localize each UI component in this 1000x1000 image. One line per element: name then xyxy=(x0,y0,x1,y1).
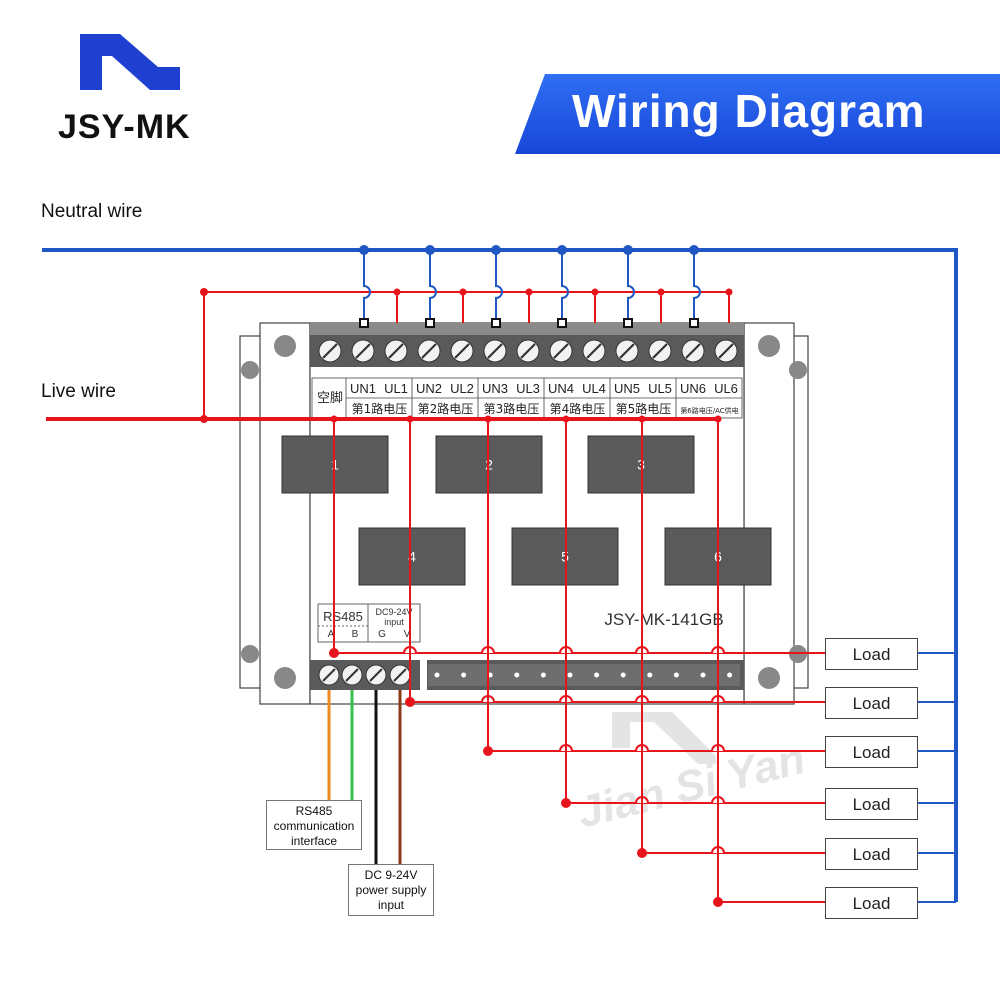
load-box-4: Load xyxy=(825,788,918,820)
neutral-drop xyxy=(627,250,635,323)
rs485-callout-line: communication xyxy=(273,819,355,833)
terminal-label: 空脚 xyxy=(317,390,343,405)
ct-label: 2 xyxy=(485,457,493,473)
channel-voltage-label: 第3路电压 xyxy=(484,401,540,416)
device-model: JSY-MK-141GB xyxy=(604,610,723,629)
terminal-point xyxy=(491,318,501,328)
dc-label-box xyxy=(367,603,421,643)
channel-voltage-label: 第6路电压/AC供电 xyxy=(680,406,738,415)
terminal-pin xyxy=(620,672,626,678)
rs485-callout-line: interface xyxy=(290,834,338,848)
screw-hole xyxy=(758,667,780,689)
terminal-pin xyxy=(727,672,733,678)
channel-voltage-label: 第5路电压 xyxy=(616,401,672,416)
screw-hole xyxy=(274,667,296,689)
neutral-drop xyxy=(363,250,371,323)
neutral-drop xyxy=(429,250,437,323)
terminal-point xyxy=(557,318,567,328)
dc-callout-line: power supply xyxy=(355,883,427,897)
dc-callout-line: input xyxy=(377,898,405,912)
rs485-callout-line: RS485 xyxy=(295,804,333,818)
rs485-a-label: A xyxy=(328,629,335,640)
dc-callout-line: DC 9-24V xyxy=(364,868,418,882)
load-box-3: Load xyxy=(825,736,918,768)
terminal-label: UL4 xyxy=(582,381,606,396)
rs485-callout: RS485 communication interface xyxy=(266,800,362,850)
terminal-label: UL1 xyxy=(384,381,408,396)
channel-voltage-label: 第2路电压 xyxy=(418,401,474,416)
terminal-pin xyxy=(434,672,440,678)
terminal-point xyxy=(623,318,633,328)
left-mount xyxy=(259,322,311,705)
terminal-pin xyxy=(673,672,679,678)
terminal-label: UN1 xyxy=(350,381,376,396)
terminal-point xyxy=(689,318,699,328)
rs485-b-label: B xyxy=(352,629,359,640)
terminal-label: UN5 xyxy=(614,381,640,396)
terminal-label: UN3 xyxy=(482,381,508,396)
dc-g-label: G xyxy=(378,629,386,640)
terminal-pin xyxy=(540,672,546,678)
neutral-drop xyxy=(693,250,701,323)
brand-name: JSY-MK xyxy=(58,108,191,146)
channel-voltage-label: 第1路电压 xyxy=(352,401,408,416)
terminal-pin xyxy=(567,672,573,678)
right-mount xyxy=(743,322,795,705)
dc-title: DC9-24V xyxy=(375,607,412,617)
neutral-wire-label: Neutral wire xyxy=(41,201,143,222)
terminal-pin xyxy=(514,672,520,678)
page-title: Wiring Diagram xyxy=(572,85,926,137)
terminal-point xyxy=(425,318,435,328)
dc-v-label: V xyxy=(404,629,411,640)
title-banner xyxy=(515,74,1000,154)
terminal-pin xyxy=(700,672,706,678)
dc-sub: input xyxy=(384,617,404,627)
load-box-2: Load xyxy=(825,687,918,719)
terminal-pin xyxy=(461,672,467,678)
rs485-label-box xyxy=(317,603,369,643)
neutral-drop xyxy=(495,250,503,323)
terminal-point xyxy=(359,318,369,328)
logo-icon xyxy=(80,34,180,94)
terminal-pin xyxy=(647,672,653,678)
load-box-6: Load xyxy=(825,887,918,919)
screw-hole xyxy=(758,335,780,357)
neutral-drop xyxy=(561,250,569,323)
terminal-pin xyxy=(594,672,600,678)
terminal-label: UN4 xyxy=(548,381,574,396)
terminal-label: UL3 xyxy=(516,381,540,396)
terminal-label: UL2 xyxy=(450,381,474,396)
neutral-wire xyxy=(42,248,958,902)
screw-hole xyxy=(274,335,296,357)
terminal-label-table: 空脚 UN1 UL1 UN2 UL2 UN3 UL3 UN4 UL4 UN5 UL5 UN6 UL6 第1… xyxy=(311,377,743,419)
load-box-5: Load xyxy=(825,838,918,870)
ct-label: 4 xyxy=(408,549,416,565)
terminal-label: UL6 xyxy=(714,381,738,396)
load-box-1: Load xyxy=(825,638,918,670)
ct-sensor-4 xyxy=(358,527,466,586)
channel-voltage-label: 第4路电压 xyxy=(550,401,606,416)
terminal-label: UN2 xyxy=(416,381,442,396)
terminal-label: UL5 xyxy=(648,381,672,396)
ct-label: 1 xyxy=(331,457,339,473)
rs485-title: RS485 xyxy=(323,609,363,624)
terminal-label: UN6 xyxy=(680,381,706,396)
dc-callout: DC 9-24V power supply input xyxy=(348,864,434,916)
live-wire-label: Live wire xyxy=(41,381,116,402)
